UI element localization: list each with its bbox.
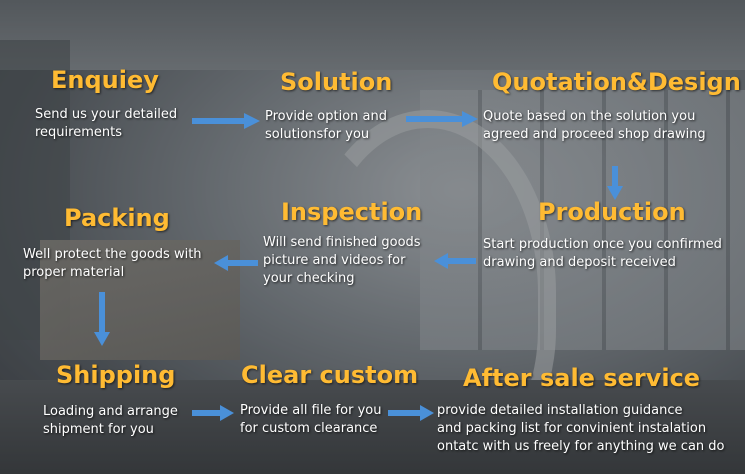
step-packing-title: Packing xyxy=(64,204,170,232)
step-solution-title: Solution xyxy=(280,68,393,96)
step-inspection-line: picture and videos for xyxy=(263,253,406,268)
arrow-right-icon xyxy=(388,405,434,421)
step-quotation-design-description: Quote based on the solution you agreed a… xyxy=(483,108,706,144)
arrow-right-icon xyxy=(192,113,260,129)
step-production-line: Start production once you confirmed xyxy=(483,237,722,252)
step-clear-custom-line: for custom clearance xyxy=(240,421,378,436)
step-after-sale-description: provide detailed installation guidance a… xyxy=(437,402,725,456)
arrow-left-icon xyxy=(434,253,476,269)
step-after-sale-title: After sale service xyxy=(463,364,701,392)
step-shipping-title: Shipping xyxy=(56,361,176,389)
step-shipping-line: shipment for you xyxy=(43,422,154,437)
step-packing-description: Well protect the goods with proper mater… xyxy=(23,246,202,282)
background-marble-wall xyxy=(40,240,240,360)
step-enquiry-line: requirements xyxy=(35,125,122,140)
step-clear-custom-line: Provide all file for you xyxy=(240,403,382,418)
step-after-sale-line: and packing list for convinient instalat… xyxy=(437,421,707,436)
step-solution-line: solutionsfor you xyxy=(265,127,370,142)
step-solution-line: Provide option and xyxy=(265,109,388,124)
step-shipping-description: Loading and arrange shipment for you xyxy=(43,403,178,439)
step-quotation-design-line: agreed and proceed shop drawing xyxy=(483,127,706,142)
step-production-line: drawing and deposit received xyxy=(483,255,676,270)
step-clear-custom-title: Clear custom xyxy=(241,361,419,389)
arrow-down-icon xyxy=(607,166,623,200)
step-clear-custom-description: Provide all file for you for custom clea… xyxy=(240,402,381,438)
step-quotation-design-title: Quotation&Design xyxy=(492,68,741,96)
step-quotation-design-line: Quote based on the solution you xyxy=(483,109,696,124)
step-enquiry-line: Send us your detailed xyxy=(35,107,178,122)
step-enquiry-description: Send us your detailed requirements xyxy=(35,106,177,142)
arrow-down-icon xyxy=(94,292,110,346)
step-inspection-line: your checking xyxy=(263,271,355,286)
step-solution-description: Provide option and solutionsfor you xyxy=(265,108,387,144)
step-inspection-line: Will send finished goods xyxy=(263,235,421,250)
step-packing-line: Well protect the goods with xyxy=(23,247,202,262)
arrow-right-icon xyxy=(192,405,234,421)
step-after-sale-line: provide detailed installation guidance xyxy=(437,403,683,418)
step-packing-line: proper material xyxy=(23,265,125,280)
arrow-right-icon xyxy=(406,111,478,127)
background-floor xyxy=(0,380,745,474)
step-shipping-line: Loading and arrange xyxy=(43,404,178,419)
background-ceiling xyxy=(0,0,745,70)
step-production-description: Start production once you confirmed draw… xyxy=(483,236,722,272)
step-inspection-description: Will send finished goods picture and vid… xyxy=(263,234,421,288)
step-inspection-title: Inspection xyxy=(281,198,423,226)
step-enquiry-title: Enquiey xyxy=(51,66,159,94)
step-production-title: Production xyxy=(538,198,686,226)
arrow-left-icon xyxy=(214,255,258,271)
step-after-sale-line: ontatc with us freely for anything we ca… xyxy=(437,439,725,454)
